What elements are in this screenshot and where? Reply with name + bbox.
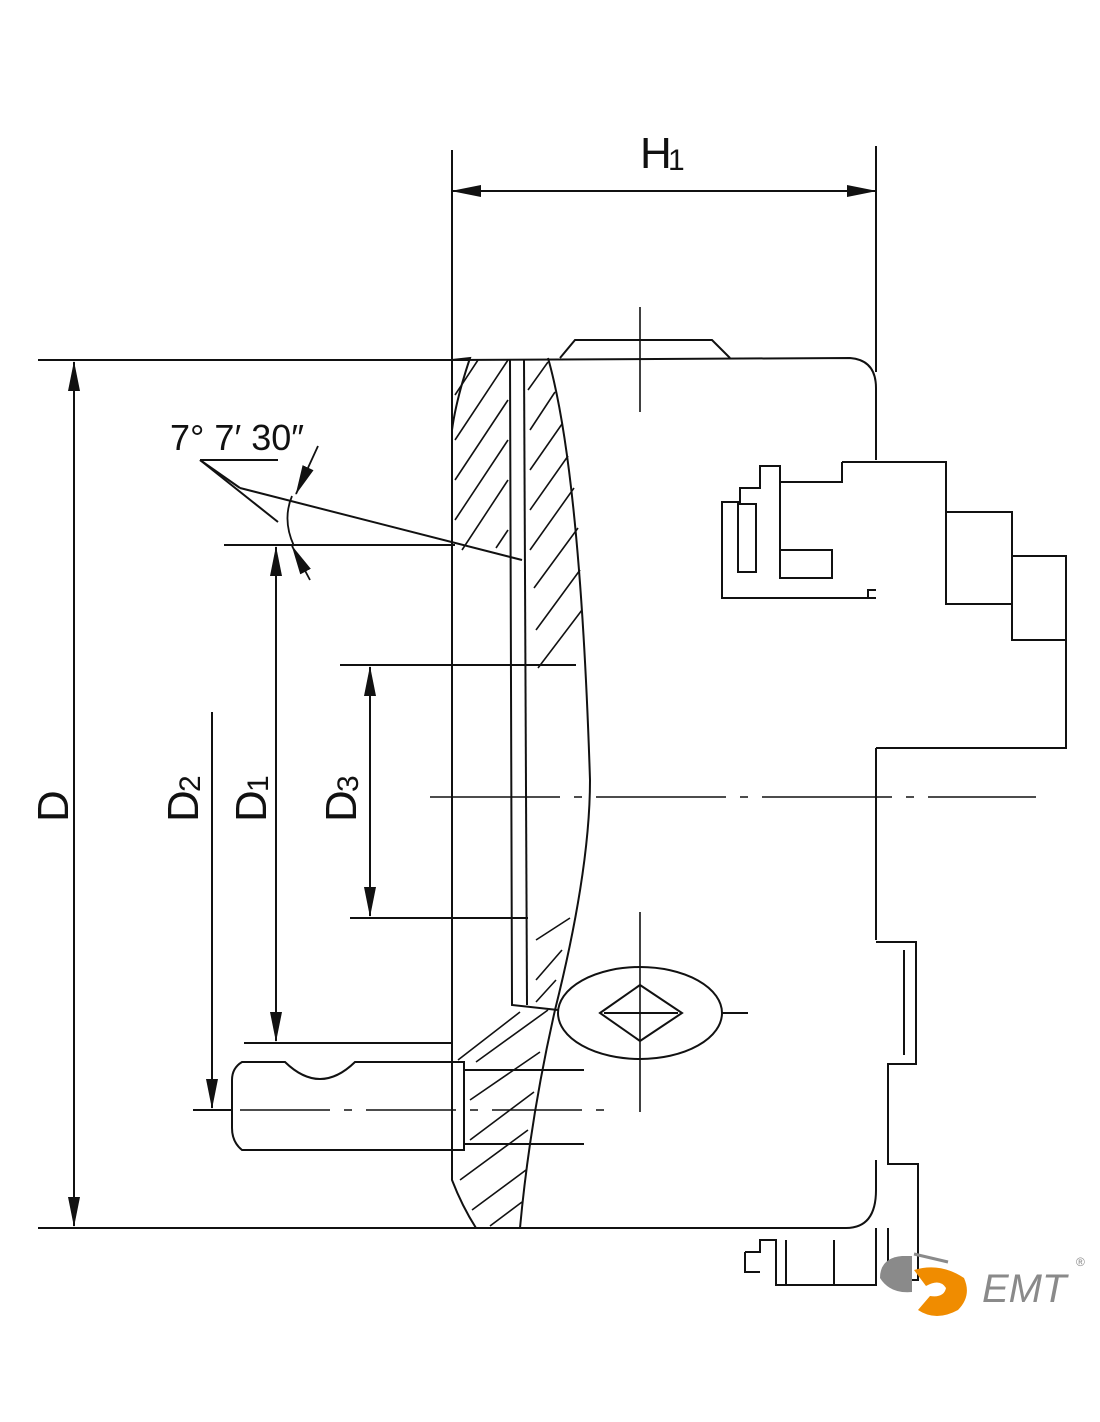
registered-mark: ® bbox=[1076, 1255, 1085, 1269]
dim-label-d2: D 2 bbox=[159, 775, 208, 822]
dim-label-d1: D 1 bbox=[227, 775, 276, 822]
dim-label-h1: H 1 bbox=[640, 129, 685, 178]
logo-text: EMT bbox=[982, 1267, 1069, 1311]
center-lines bbox=[240, 307, 1036, 1112]
svg-text:D: D bbox=[227, 790, 276, 822]
svg-text:1: 1 bbox=[242, 775, 275, 792]
svg-text:1: 1 bbox=[668, 144, 685, 177]
angle-label: 7° 7′ 30″ bbox=[170, 417, 304, 458]
dim-label-d: D bbox=[29, 790, 78, 822]
emt-logo: EMT ® bbox=[880, 1252, 1085, 1316]
svg-text:D: D bbox=[317, 790, 366, 822]
svg-text:D: D bbox=[159, 790, 208, 822]
svg-text:H: H bbox=[640, 129, 672, 178]
dim-label-d3: D 3 bbox=[317, 775, 366, 822]
svg-text:3: 3 bbox=[332, 775, 365, 792]
chuck-outline bbox=[231, 339, 1067, 1286]
dimension-lines bbox=[38, 146, 877, 1229]
section-hatching bbox=[454, 359, 583, 1227]
svg-text:D: D bbox=[29, 790, 78, 822]
svg-text:2: 2 bbox=[174, 775, 207, 792]
